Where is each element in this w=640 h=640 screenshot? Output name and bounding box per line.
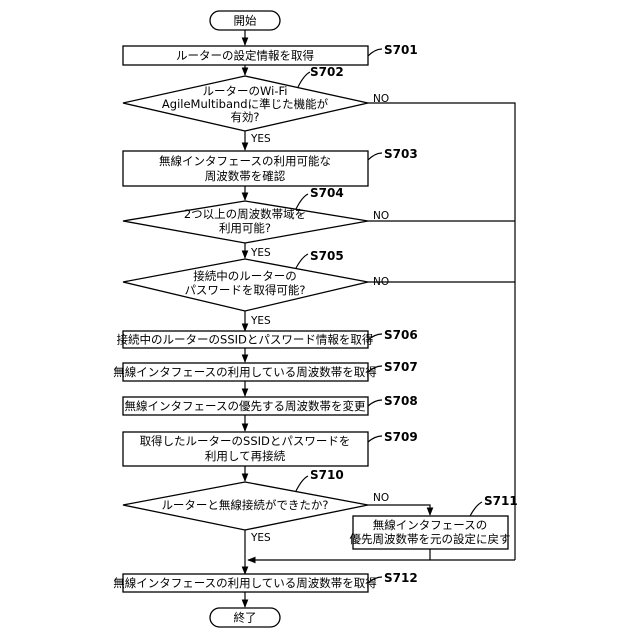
- no-label-s704: NO: [373, 210, 389, 222]
- process-s707: 無線インタフェースの利用している周波数帯を取得: [113, 363, 377, 381]
- no-branch-s702: [368, 103, 515, 221]
- step-id-s710: S710: [310, 468, 344, 482]
- leader-s709: [368, 436, 382, 442]
- leader-s705: [296, 254, 308, 268]
- process-s706: 接続中のルーターのSSIDとパスワード情報を取得: [117, 331, 374, 348]
- start-label: 開始: [234, 14, 257, 28]
- end-terminal: 終了: [210, 608, 280, 627]
- s712-text: 無線インタフェースの利用している周波数帯を取得: [113, 576, 377, 590]
- s709-text-2: 利用して再接続: [205, 449, 286, 463]
- s704-text-2: 利用可能?: [219, 221, 271, 235]
- process-s712: 無線インタフェースの利用している周波数帯を取得: [113, 574, 377, 592]
- no-label-s710: NO: [373, 492, 389, 504]
- no-label-s702: NO: [373, 93, 389, 105]
- s711-text-2: 優先周波数帯を元の設定に戻す: [350, 532, 511, 546]
- s703-text-2: 周波数帯を確認: [205, 169, 286, 183]
- s703-text-1: 無線インタフェースの利用可能な: [159, 154, 331, 168]
- s705-text-2: パスワードを取得可能?: [184, 283, 305, 297]
- s702-text-2: AgileMultibandに準じた機能が: [162, 97, 329, 111]
- step-id-s702: S702: [310, 65, 344, 79]
- yes-label-s705: YES: [250, 315, 271, 327]
- leader-s711: [470, 502, 482, 516]
- step-id-s704: S704: [310, 186, 344, 200]
- start-terminal: 開始: [210, 11, 280, 30]
- process-s709: 取得したルーターのSSIDとパスワードを 利用して再接続: [123, 432, 368, 466]
- step-id-s707: S707: [384, 360, 418, 374]
- decision-s710: ルーターと無線接続ができたか?: [123, 482, 368, 530]
- s701-text: ルーターの設定情報を取得: [176, 49, 314, 63]
- process-s711: 無線インタフェースの 優先周波数帯を元の設定に戻す: [350, 516, 511, 549]
- step-id-s708: S708: [384, 394, 418, 408]
- s705-text-1: 接続中のルーターの: [193, 269, 297, 283]
- s702-text-3: 有効?: [230, 110, 259, 124]
- step-id-s706: S706: [384, 328, 418, 342]
- yes-label-s704: YES: [250, 247, 271, 259]
- leader-s701: [368, 49, 382, 56]
- process-s708: 無線インタフェースの優先する周波数帯を変更: [123, 397, 368, 415]
- s708-text: 無線インタフェースの優先する周波数帯を変更: [125, 399, 366, 413]
- decision-s702: ルーターのWi-Fi AgileMultibandに準じた機能が 有効?: [123, 76, 368, 131]
- s709-text-1: 取得したルーターのSSIDとパスワードを: [140, 434, 351, 448]
- yes-label-s702: YES: [250, 133, 271, 145]
- step-id-s701: S701: [384, 43, 418, 57]
- s710-text: ルーターと無線接続ができたか?: [161, 498, 328, 512]
- step-id-s705: S705: [310, 249, 344, 263]
- leader-s702: [298, 72, 310, 87]
- yes-label-s710: YES: [250, 532, 271, 544]
- bus-segment: [368, 221, 515, 282]
- step-id-s711: S711: [484, 494, 518, 508]
- s707-text: 無線インタフェースの利用している周波数帯を取得: [113, 365, 377, 379]
- process-s701: ルーターの設定情報を取得: [123, 46, 368, 65]
- decision-s704: 2つ以上の周波数帯域を 利用可能?: [123, 201, 368, 243]
- step-id-s712: S712: [384, 571, 418, 585]
- end-label: 終了: [234, 611, 257, 625]
- leader-s710: [296, 476, 308, 491]
- step-id-s709: S709: [384, 430, 418, 444]
- s706-text: 接続中のルーターのSSIDとパスワード情報を取得: [117, 333, 374, 347]
- leader-s703: [368, 153, 382, 160]
- process-s703: 無線インタフェースの利用可能な 周波数帯を確認: [123, 151, 368, 186]
- no-branch-s710: [368, 505, 430, 515]
- leader-s708: [368, 400, 382, 406]
- step-id-s703: S703: [384, 147, 418, 161]
- s702-text-1: ルーターのWi-Fi: [203, 84, 288, 98]
- s704-text-1: 2つ以上の周波数帯域を: [184, 207, 306, 221]
- decision-s705: 接続中のルーターの パスワードを取得可能?: [123, 259, 368, 311]
- no-label-s705: NO: [373, 276, 389, 288]
- s711-text-1: 無線インタフェースの: [373, 518, 487, 532]
